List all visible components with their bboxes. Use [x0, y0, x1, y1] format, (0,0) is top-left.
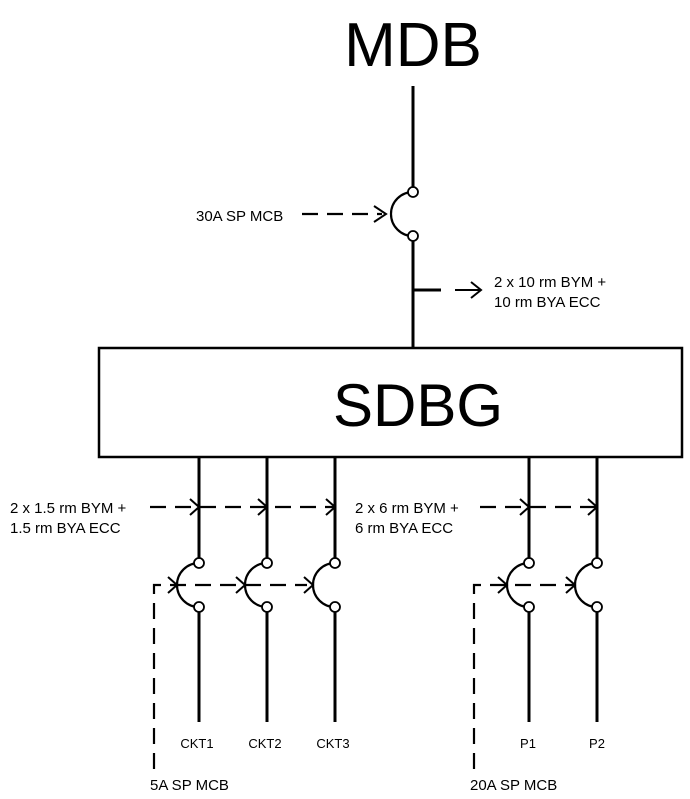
outgoing-feeders — [197, 457, 599, 560]
power-breaker-label: 20A SP MCB — [470, 777, 557, 794]
power-cable-line1: 2 x 6 rm BYM + — [355, 500, 459, 517]
lighting-breaker-label: 5A SP MCB — [150, 777, 229, 794]
power-cable-leaders — [480, 498, 599, 516]
main-breaker-arrow — [373, 205, 388, 223]
main-breaker-symbol — [389, 186, 419, 242]
circuit-label-ckt3: CKT3 — [316, 736, 349, 751]
breaker-ckt3 — [311, 557, 341, 613]
circuit-drops — [197, 612, 599, 722]
lighting-cable-line1: 2 x 1.5 rm BYM + — [10, 500, 127, 517]
power-breaker-leader — [472, 576, 577, 769]
circuit-label-ckt1: CKT1 — [180, 736, 213, 751]
lighting-cable-leaders — [150, 498, 337, 516]
sub-board-label: SDBG — [333, 372, 503, 439]
breaker-p2 — [573, 557, 603, 613]
feeder-cable-arrow-head — [470, 281, 483, 299]
lighting-cable-line2: 1.5 rm BYA ECC — [10, 520, 121, 537]
circuit-label-p2: P2 — [589, 736, 605, 751]
circuit-label-p1: P1 — [520, 736, 536, 751]
feeder-cable-line2: 10 rm BYA ECC — [494, 294, 601, 311]
power-cable-line2: 6 rm BYA ECC — [355, 520, 453, 537]
sub-board-box — [97, 346, 684, 459]
feeder-cable-line1: 2 x 10 rm BYM + — [494, 274, 606, 291]
circuit-label-ckt2: CKT2 — [248, 736, 281, 751]
main-board-label: MDB — [344, 11, 482, 80]
main-breaker-label: 30A SP MCB — [196, 208, 283, 225]
lighting-breaker-leader — [152, 576, 315, 769]
